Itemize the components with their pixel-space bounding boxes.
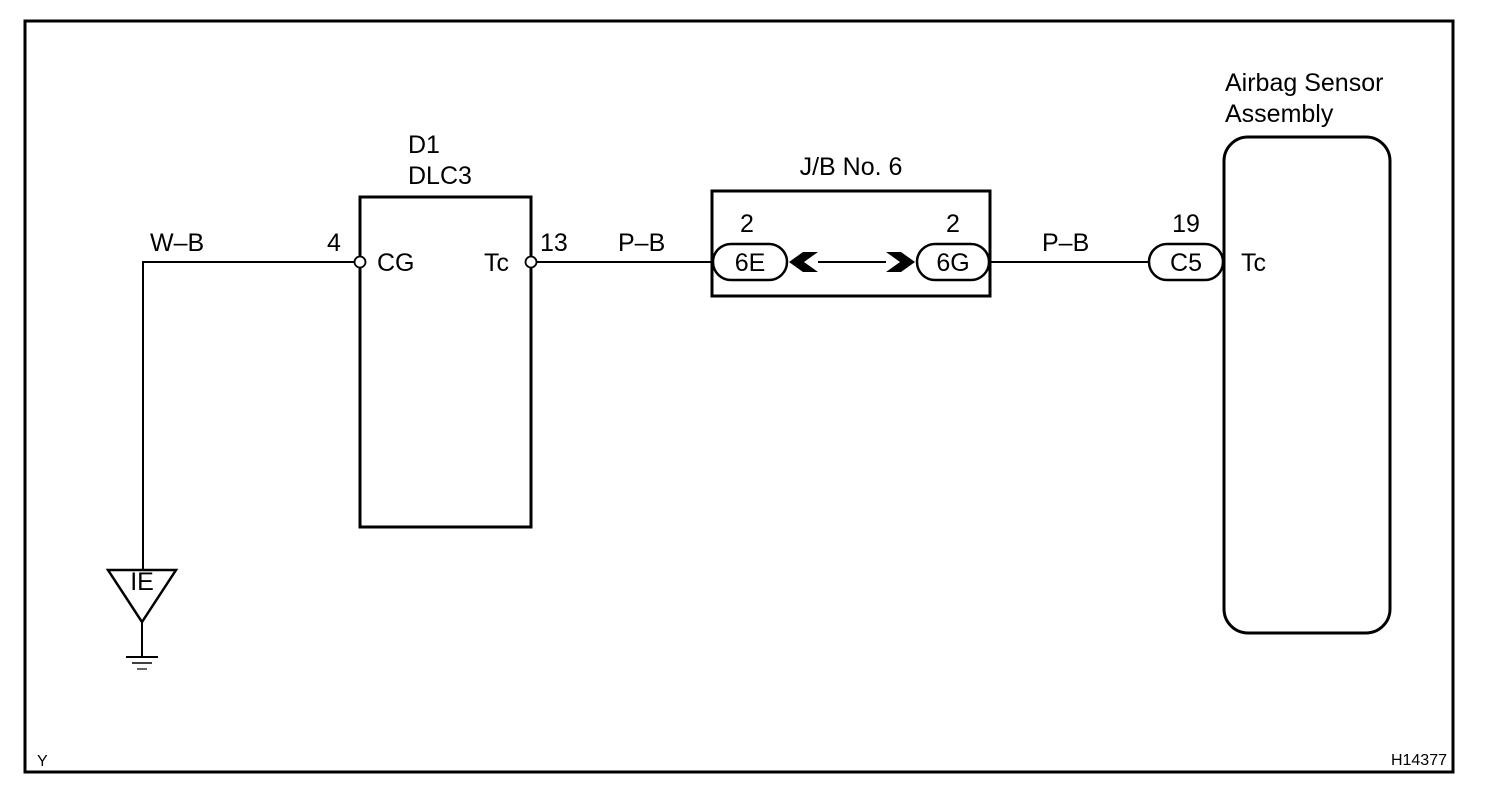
jb-right-arrow-icon xyxy=(886,252,915,272)
jb-right-connector-label: 6G xyxy=(936,249,969,277)
jb-left-connector xyxy=(711,242,789,282)
dlc3-pin-tc-name: Tc xyxy=(484,249,509,277)
dlc-to-jb-wire-color: P–B xyxy=(618,229,665,257)
figure-code: H14377 xyxy=(1391,752,1447,769)
jb-to-airbag-wire-color: P–B xyxy=(1042,229,1089,257)
ground-point-triangle xyxy=(105,568,179,625)
border-letter: Y xyxy=(37,753,48,770)
dlc3-pin-cg-number: 4 xyxy=(327,229,341,257)
ground-wire-color: W–B xyxy=(150,229,204,257)
dlc3-box xyxy=(358,195,533,529)
airbag-connector-label: C5 xyxy=(1170,249,1202,277)
junction-block-title: J/B No. 6 xyxy=(800,153,903,181)
dlc3-tc-terminal-icon xyxy=(524,255,538,269)
airbag-pin-name: Tc xyxy=(1241,249,1266,277)
jb-right-connector xyxy=(915,242,991,282)
ground-point-label: IE xyxy=(130,568,154,596)
diagram-frame xyxy=(23,19,1455,774)
jb-right-pin-number: 2 xyxy=(946,210,960,238)
dlc3-pin-tc-number: 13 xyxy=(540,229,568,257)
airbag-sensor-box xyxy=(1222,135,1392,635)
jb-left-pin-number: 2 xyxy=(740,210,754,238)
dlc3-name: DLC3 xyxy=(408,162,472,190)
airbag-sensor-name-line2: Assembly xyxy=(1225,100,1334,128)
airbag-pin-number: 19 xyxy=(1172,210,1200,238)
airbag-connector xyxy=(1147,242,1225,282)
airbag-sensor-name-line1: Airbag Sensor xyxy=(1225,69,1383,97)
ground-wire xyxy=(142,261,354,571)
ground-symbol-icon xyxy=(126,656,158,670)
dlc3-cg-terminal-icon xyxy=(353,255,367,269)
jb-left-arrow-icon xyxy=(789,252,818,272)
dlc3-ref: D1 xyxy=(408,131,440,159)
jb-left-connector-label: 6E xyxy=(735,249,766,277)
dlc3-pin-cg-name: CG xyxy=(377,249,415,277)
